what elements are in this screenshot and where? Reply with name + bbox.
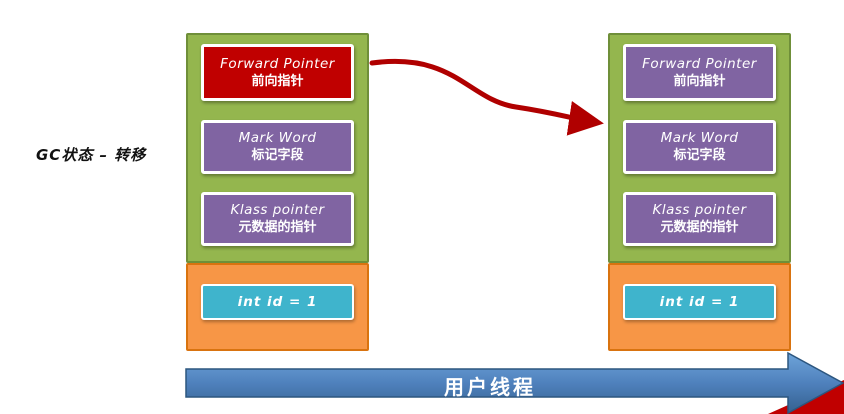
field-label-en: Klass pointer [230, 202, 325, 219]
field-label-en: Forward Pointer [642, 55, 757, 72]
destination-klass-pointer-field: Klass pointer 元数据的指针 [623, 192, 776, 246]
field-label-en: Mark Word [238, 130, 317, 147]
field-label-en: Forward Pointer [220, 55, 335, 72]
source-object: Forward Pointer 前向指针 Mark Word 标记字段 Klas… [186, 33, 369, 351]
destination-object-header-block: Forward Pointer 前向指针 Mark Word 标记字段 Klas… [608, 33, 791, 263]
field-label-zh: 元数据的指针 [660, 220, 739, 236]
source-object-header-block: Forward Pointer 前向指针 Mark Word 标记字段 Klas… [186, 33, 369, 263]
source-mark-word-field: Mark Word 标记字段 [201, 120, 354, 174]
source-forward-pointer-field: Forward Pointer 前向指针 [201, 44, 354, 101]
source-klass-pointer-field: Klass pointer 元数据的指针 [201, 192, 354, 246]
destination-object-data-block: int id = 1 [608, 263, 791, 351]
field-label-zh: 标记字段 [251, 148, 304, 164]
diagram-title: GC状态 – 转移 [36, 146, 147, 164]
destination-forward-pointer-field: Forward Pointer 前向指针 [623, 44, 776, 101]
field-label-en: Mark Word [660, 130, 739, 147]
corner-accent-triangle [768, 380, 844, 414]
transfer-arrow [369, 59, 604, 136]
field-label-zh: 前向指针 [673, 73, 726, 89]
source-int-id-value: int id = 1 [201, 284, 354, 320]
destination-object: Forward Pointer 前向指针 Mark Word 标记字段 Klas… [608, 33, 791, 351]
field-label-en: Klass pointer [652, 202, 747, 219]
destination-mark-word-field: Mark Word 标记字段 [623, 120, 776, 174]
field-label-zh: 元数据的指针 [238, 220, 317, 236]
destination-int-id-value: int id = 1 [623, 284, 776, 320]
field-label-zh: 前向指针 [251, 73, 304, 89]
source-object-data-block: int id = 1 [186, 263, 369, 351]
user-thread-label: 用户线程 [444, 375, 536, 399]
field-label-zh: 标记字段 [673, 148, 726, 164]
